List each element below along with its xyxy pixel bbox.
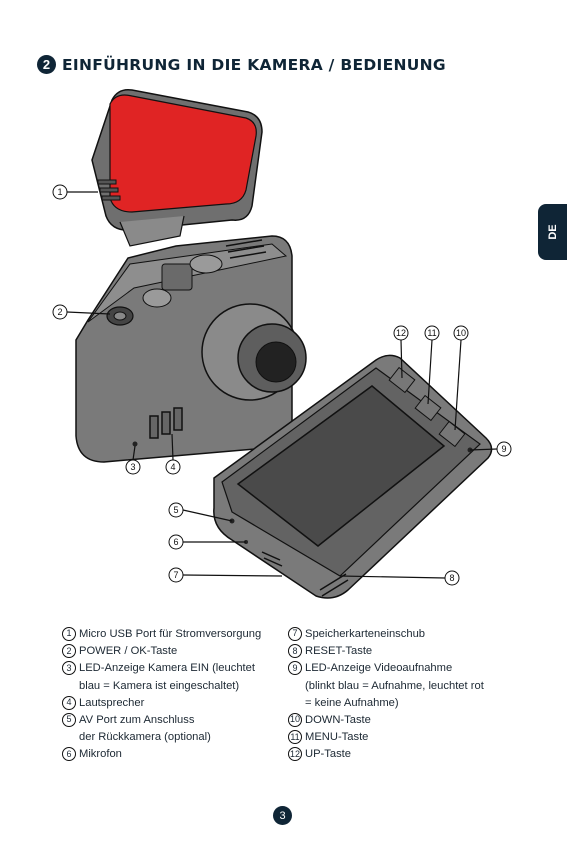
legend-number: 3 <box>62 661 76 676</box>
svg-text:11: 11 <box>427 328 436 338</box>
svg-text:6: 6 <box>173 537 178 547</box>
legend-text: AV Port zum Anschluss der Rückkamera (op… <box>79 714 211 744</box>
svg-text:9: 9 <box>501 444 506 454</box>
legend-number: 11 <box>288 730 302 745</box>
callout-11: 11 <box>424 325 440 341</box>
legend-number: 9 <box>288 661 302 676</box>
legend-number: 7 <box>288 627 302 641</box>
callout-8: 8 <box>444 570 460 586</box>
legend-text: DOWN-Taste <box>305 714 371 727</box>
camera-front-view <box>75 235 307 463</box>
legend-number: 6 <box>62 747 76 762</box>
callout-4: 4 <box>165 459 181 475</box>
legend-text: Micro USB Port für Stromversorgung <box>79 628 262 640</box>
callout-5: 5 <box>168 502 184 518</box>
svg-text:12: 12 <box>396 328 406 338</box>
callout-12: 12 <box>393 325 409 341</box>
callout-7: 7 <box>168 567 184 583</box>
legend-number: 10 <box>288 713 302 728</box>
section-heading: 2 EINFÜHRUNG IN DIE KAMERA / BEDIENUNG <box>37 55 446 74</box>
rear-screen <box>236 385 446 547</box>
legend-text: UP-Taste <box>305 748 352 761</box>
callout-1: 1 <box>52 184 68 200</box>
svg-text:7: 7 <box>173 570 178 580</box>
callout-3: 3 <box>125 459 141 475</box>
leader-lines <box>66 191 498 579</box>
legend-text: MENU-Taste <box>305 731 369 744</box>
callout-2: 2 <box>52 304 68 320</box>
legend-text: Speicherkarteneinschub <box>305 628 426 640</box>
windshield-mount <box>91 88 263 247</box>
svg-text:10: 10 <box>456 328 466 338</box>
svg-text:2: 2 <box>57 307 62 317</box>
callout-9: 9 <box>496 441 512 457</box>
page-number: 3 <box>273 806 292 825</box>
legend-number: 5 <box>62 713 76 728</box>
svg-text:4: 4 <box>170 462 175 472</box>
svg-text:1: 1 <box>57 187 62 197</box>
legend-text: RESET-Taste <box>305 645 373 658</box>
legend-number: 4 <box>62 695 76 710</box>
legend-text: Mikrofon <box>79 748 122 761</box>
section-title: EINFÜHRUNG IN DIE KAMERA / BEDIENUNG <box>62 55 446 74</box>
legend-text: POWER / OK-Taste <box>79 645 178 658</box>
callout-6: 6 <box>168 534 184 550</box>
language-tab: DE <box>538 204 567 260</box>
section-number-badge: 2 <box>37 55 56 74</box>
svg-text:8: 8 <box>449 573 454 583</box>
legend-number: 1 <box>62 627 76 641</box>
camera-illustration: 1 2 3 4 5 6 7 8 9 10 11 12 <box>52 88 512 599</box>
legend-number: 2 <box>62 644 76 659</box>
legend-text: LED-Anzeige Kamera EIN (leuchtet blau = … <box>79 662 255 692</box>
adhesive-pad <box>109 94 257 213</box>
callout-badges: 1 2 3 4 5 6 7 8 9 10 11 12 <box>52 184 512 586</box>
svg-text:3: 3 <box>130 462 135 472</box>
svg-text:5: 5 <box>173 505 178 515</box>
legend-number: 8 <box>288 644 302 659</box>
camera-rear-view <box>213 354 493 599</box>
legend-text: Lautsprecher <box>79 696 145 709</box>
legend-number: 12 <box>288 747 302 762</box>
callout-10: 10 <box>453 325 469 341</box>
legend-text: LED-Anzeige Videoaufnahme (blinkt blau =… <box>305 662 484 709</box>
